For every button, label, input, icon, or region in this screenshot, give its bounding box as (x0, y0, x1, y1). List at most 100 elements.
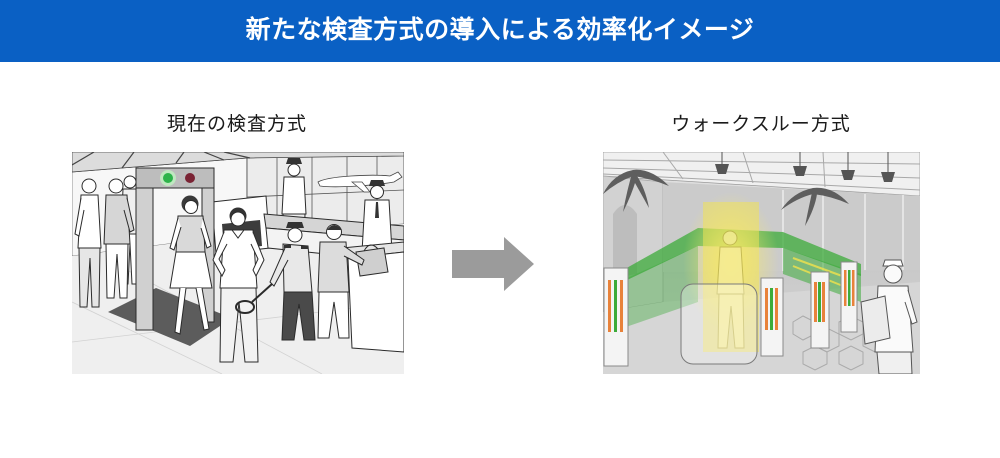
ceiling-beam (662, 152, 684, 180)
walkthrough-method-illustration (603, 152, 920, 374)
palm-leaf (805, 188, 817, 226)
epaulette (284, 245, 291, 248)
pillar-stripe (844, 270, 847, 306)
metal-detector-wand-icon (235, 300, 255, 314)
gate-canopy (623, 228, 861, 282)
palm-leaf (603, 170, 633, 194)
ceiling (72, 152, 404, 173)
traveler-figure (317, 224, 365, 339)
hair (327, 225, 342, 230)
torso (317, 241, 350, 293)
officer-tie (375, 202, 379, 218)
lamp-shade (881, 172, 895, 182)
pillar-stripe (848, 270, 851, 306)
legs (78, 247, 101, 308)
bag-handle (363, 244, 379, 252)
torso (175, 215, 206, 253)
security-officer-figure (235, 222, 316, 341)
pillar-stripe (822, 282, 825, 322)
pillar-stripe (814, 282, 817, 322)
torso (716, 246, 745, 295)
arm (74, 197, 85, 237)
glass-panel (680, 283, 758, 365)
pillar-stripe (818, 282, 821, 322)
traveler-figure (860, 259, 918, 374)
chandelier-icon (881, 152, 895, 182)
officer-cap (286, 158, 302, 164)
right-arrow-icon (452, 237, 534, 291)
gate-left-pillar (135, 171, 154, 331)
ceiling-beam (603, 159, 920, 165)
traveler-figure (212, 207, 265, 363)
floor-line (72, 301, 223, 374)
arrow-shape (452, 237, 534, 291)
legs (219, 287, 259, 363)
ceiling-beam (121, 152, 135, 169)
head (722, 230, 738, 246)
head (370, 185, 384, 199)
pillar-stripe (765, 288, 768, 330)
head (287, 163, 301, 177)
legs (317, 291, 350, 339)
title-bar: 新たな検査方式の導入による効率化イメージ (0, 0, 1000, 62)
sensor-pillar (603, 267, 629, 367)
traveler-figure (103, 178, 135, 299)
pillar-stripe (770, 288, 773, 330)
epaulette (301, 246, 308, 249)
legs (876, 351, 913, 374)
officer-cap (286, 222, 304, 228)
head (287, 227, 303, 243)
palm-leaf (633, 169, 669, 186)
traveler-figure (716, 230, 745, 349)
skirt (169, 251, 213, 289)
head (123, 175, 137, 189)
head (230, 211, 246, 227)
red-light-icon (185, 173, 195, 183)
arm (123, 197, 135, 233)
walkthrough-method-label: ウォークスルー方式 (671, 113, 851, 135)
arm (250, 231, 265, 278)
arm (200, 217, 212, 249)
legs (281, 291, 316, 341)
security-officer-figure (361, 180, 393, 253)
arm (343, 245, 365, 266)
traveler-figure (169, 195, 213, 335)
ceiling-beam (203, 152, 225, 161)
arm (904, 289, 918, 325)
wand-handle (251, 283, 273, 303)
sensor-pillar (760, 277, 784, 357)
legs (105, 243, 129, 299)
traveler-figure (74, 178, 102, 308)
chandelier-icon (841, 152, 855, 180)
metal-detector-gate-illustration (72, 152, 404, 374)
legs (717, 293, 745, 349)
palm-leaf (631, 170, 649, 208)
ceiling-beam (175, 152, 185, 164)
chandelier-icon (715, 152, 729, 174)
head (81, 178, 97, 194)
palm-leaf (781, 188, 813, 210)
gate-left-panel (623, 246, 698, 328)
page-title: 新たな検査方式の導入による効率化イメージ (245, 15, 755, 44)
chandelier-icon (793, 152, 807, 176)
lamp-shade (841, 170, 855, 180)
pillar-stripe (608, 280, 611, 332)
torso (282, 243, 313, 293)
torso (281, 176, 307, 215)
walkthrough-gate-illustration (603, 152, 920, 374)
floor-tile (838, 345, 864, 371)
wall-arch (613, 205, 637, 278)
leg (195, 287, 210, 331)
ceiling-beams (72, 152, 251, 169)
ceiling-beam (72, 152, 95, 166)
officer-cap (369, 180, 385, 186)
leg (174, 287, 187, 335)
head (184, 200, 198, 214)
sensor-pillar (810, 271, 830, 349)
ceiling-beam (742, 152, 754, 184)
head (108, 178, 124, 194)
ceiling-beam (223, 152, 251, 159)
sensor-pillar (840, 261, 858, 333)
green-light-icon (163, 173, 173, 183)
ceiling-beam (822, 152, 826, 188)
